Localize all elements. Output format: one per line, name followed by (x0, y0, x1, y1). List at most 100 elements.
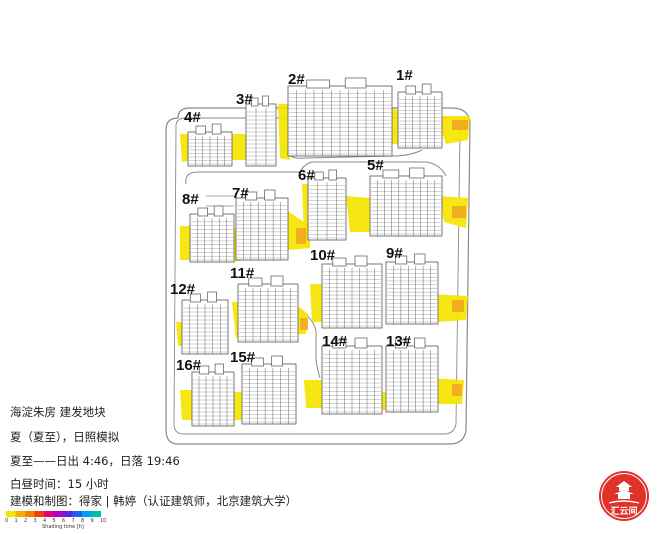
roof-structure (354, 337, 368, 349)
site-boundary (165, 107, 471, 445)
roof-structure (262, 95, 269, 107)
pagoda-roof (616, 481, 632, 487)
shadow-dense-area (452, 384, 462, 396)
legend-tick-label: 0 (5, 518, 8, 524)
building-body (235, 197, 289, 261)
building: 6# (298, 167, 347, 241)
legend-swatch (63, 511, 73, 517)
shadow-area (278, 104, 290, 160)
roof-structure (199, 365, 210, 375)
roof-structure (251, 357, 264, 367)
building: 3# (236, 91, 277, 167)
building: 7# (232, 185, 289, 261)
building: 1# (396, 67, 443, 149)
legend-tick-label: 2 (24, 518, 27, 524)
roof-structure (189, 293, 201, 303)
legend-swatch (15, 511, 25, 517)
roof-structure (414, 337, 426, 349)
building-body (385, 345, 439, 413)
building-label: 14# (322, 333, 348, 350)
shadow-dense-area (300, 318, 308, 330)
roof-structure (264, 189, 276, 201)
building: 11# (230, 265, 299, 343)
building: 10# (310, 247, 383, 329)
building-label: 5# (367, 157, 384, 174)
shadow-area (346, 196, 372, 232)
pagoda-icon (608, 481, 640, 504)
sun-times: 夏至——日出 4:46，日落 19:46 (10, 454, 180, 468)
building-label: 6# (298, 167, 315, 184)
building-label: 13# (386, 333, 412, 350)
roof-structure (306, 79, 330, 89)
building: 5# (367, 157, 443, 237)
road-north (185, 161, 447, 185)
building-body (245, 103, 277, 167)
building: 2# (287, 71, 393, 157)
roof-structure (206, 291, 217, 303)
roof-structure (405, 85, 416, 95)
roof-structure (197, 207, 208, 217)
building-label: 4# (184, 109, 201, 126)
shadow-area (230, 134, 246, 160)
roof-structure (270, 275, 284, 287)
credits: 建模和制图：得家 | 韩婷（认证建筑师，北京建筑大学） (10, 494, 298, 508)
daylight-duration: 白昼时间：15 小时 (10, 477, 109, 491)
roof-structure (395, 339, 408, 349)
road-middle (299, 309, 321, 379)
building-body (241, 363, 297, 425)
building: 8# (182, 191, 235, 263)
legend-tick-label: 6 (62, 518, 65, 524)
shadow-dense-area (452, 300, 464, 312)
roof-structure (248, 277, 263, 287)
roof-structure (271, 355, 283, 367)
legend-tick-label: 4 (43, 518, 46, 524)
roof-structure (328, 169, 337, 181)
legend-swatch (53, 511, 63, 517)
building-label: 8# (182, 191, 199, 208)
building: 16# (176, 357, 235, 427)
shadow-dense-area (452, 120, 468, 130)
roof-structure (314, 171, 324, 181)
building-label: 10# (310, 247, 336, 264)
legend-swatch (82, 511, 92, 517)
roof-structure (395, 255, 408, 265)
building: 14# (321, 333, 383, 415)
legend-swatch (25, 511, 35, 517)
roof-structure (332, 339, 347, 349)
road-spur (206, 195, 234, 207)
legend-tick-label: 5 (53, 518, 56, 524)
shadow-area (304, 380, 324, 408)
roof-structure (245, 191, 258, 201)
roof-structure (251, 97, 259, 107)
road-network (165, 107, 471, 445)
shadow-dense-area (452, 206, 466, 218)
building: 12# (170, 281, 229, 355)
building-label: 15# (230, 349, 256, 366)
legend-tick-label: 3 (34, 518, 37, 524)
shadow-dense-area (296, 228, 306, 244)
roof-structure (211, 123, 222, 135)
building-label: 2# (288, 71, 305, 88)
pagoda-tier (618, 494, 630, 499)
building-label: 16# (176, 357, 202, 374)
roof-structure (332, 257, 347, 267)
legend-tick-label: 1 (15, 518, 18, 524)
legend-swatch (91, 511, 101, 517)
logo-text: 汇云间 (610, 505, 637, 517)
roof-structure (421, 83, 432, 95)
roof-structure (213, 205, 224, 217)
project-title: 海淀朱房 建发地块 (10, 405, 106, 419)
building-label: 3# (236, 91, 253, 108)
roof-structure (382, 169, 400, 179)
building-body (385, 261, 439, 325)
legend-title: Shading time [h] (42, 524, 84, 530)
legend-tick-label: 10 (100, 518, 106, 524)
roof-structure (195, 125, 206, 135)
legend-tick-label: 7 (72, 518, 75, 524)
building-label: 12# (170, 281, 196, 298)
roof-structure (414, 253, 426, 265)
building: 9# (385, 245, 439, 325)
roof-structure (344, 77, 367, 89)
